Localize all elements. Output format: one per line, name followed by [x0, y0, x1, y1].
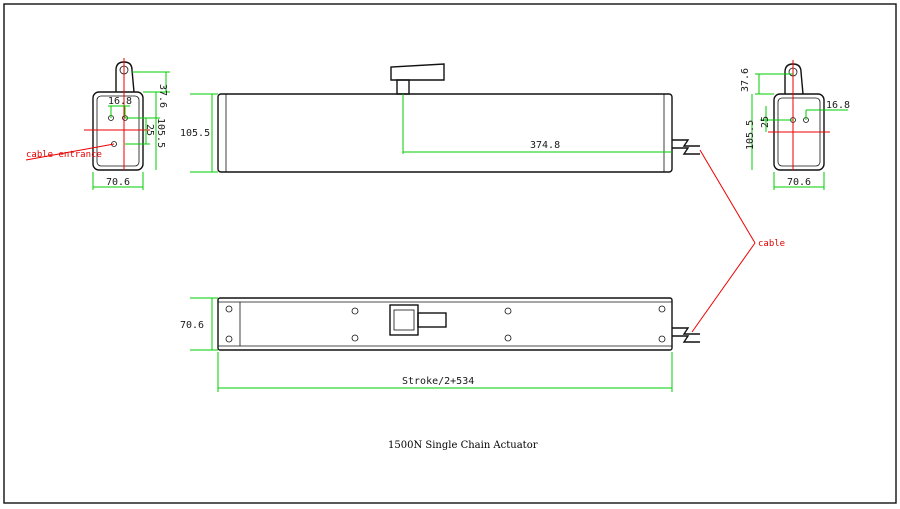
bottom-cable-top	[672, 327, 700, 335]
cable-entrance-label: cable entrance	[26, 150, 102, 160]
bottom-screw	[658, 335, 666, 343]
main-body	[217, 93, 673, 173]
right-top-height-dim: 37.6	[740, 68, 751, 92]
left-top-height-dim: 37.6	[157, 84, 168, 108]
left-end-body	[92, 91, 144, 171]
bracket-stem	[396, 79, 410, 95]
main-length-dim: 374.8	[530, 140, 560, 151]
right-height-dim: 105.5	[745, 120, 756, 150]
right-side-small-dim: 25	[760, 116, 771, 128]
cable-leader-top	[699, 149, 756, 244]
bottom-screw	[225, 305, 233, 313]
bottom-height-dim: 70.6	[180, 320, 204, 331]
bottom-bracket-arm	[417, 312, 447, 328]
left-hole-spacing-dim: 16.8	[108, 96, 132, 107]
bottom-body	[217, 297, 673, 351]
main-cable-top	[672, 139, 700, 147]
drawing-frame	[3, 3, 897, 504]
cable-label: cable	[758, 239, 785, 249]
drawing-title: 1500N Single Chain Actuator	[388, 440, 538, 451]
main-height-dim: 105.5	[180, 128, 210, 139]
left-side-small-dim: 25	[144, 124, 155, 136]
bottom-cable-bottom	[672, 335, 700, 343]
left-end-view	[25, 58, 170, 190]
bottom-screw	[225, 335, 233, 343]
left-height-dim: 105.5	[155, 118, 166, 148]
right-width-dim: 70.6	[787, 177, 811, 188]
right-hole-spacing-dim: 16.8	[826, 100, 850, 111]
left-width-dim: 70.6	[106, 177, 130, 188]
bottom-screw	[504, 307, 512, 315]
bottom-screw	[504, 334, 512, 342]
main-side-view	[190, 63, 700, 173]
main-cable-bottom	[672, 147, 700, 155]
cable-entrance-leader	[25, 143, 115, 161]
bottom-screw	[658, 305, 666, 313]
top-bracket	[390, 63, 445, 81]
bottom-screw	[351, 307, 359, 315]
right-end-view	[751, 60, 848, 190]
cable-leader-bottom	[691, 242, 756, 333]
bottom-view	[190, 297, 700, 392]
bottom-screw	[351, 334, 359, 342]
left-end-inner	[96, 95, 140, 167]
bottom-length-dim: Stroke/2+534	[402, 376, 474, 387]
